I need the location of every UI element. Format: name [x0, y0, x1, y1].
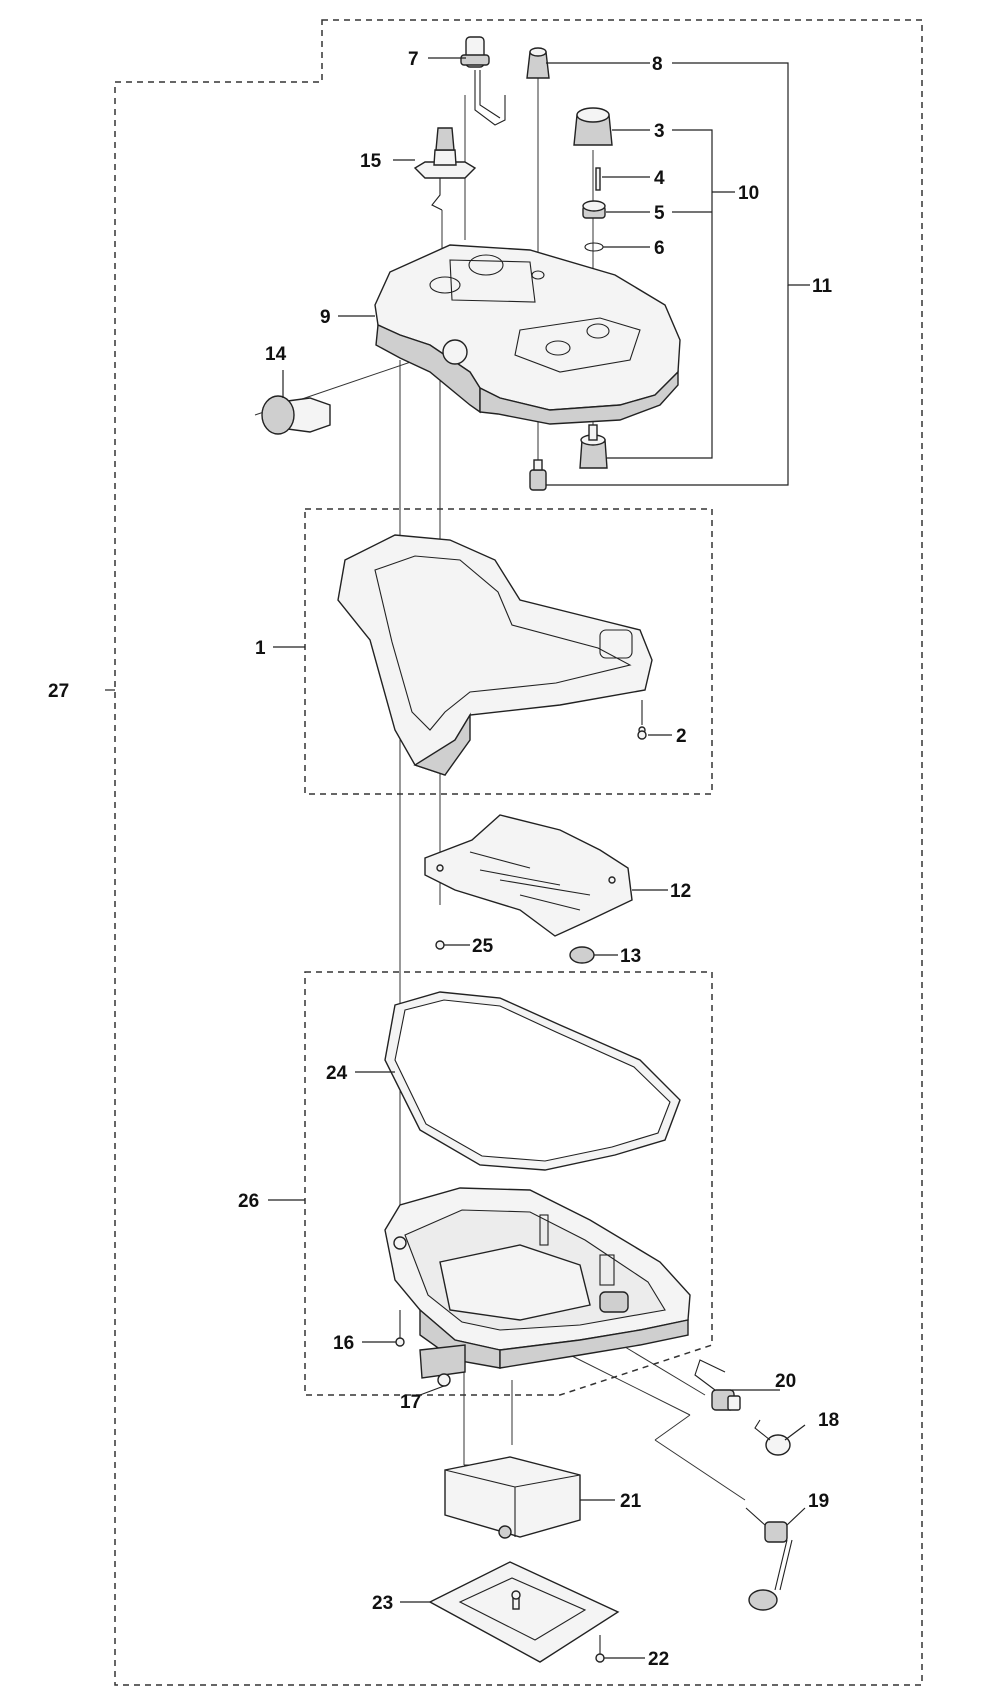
housing-part-26	[384, 1187, 691, 1369]
callout-19: 19	[808, 1491, 829, 1512]
connector-part-15	[413, 127, 477, 211]
screw-part-22	[595, 1635, 605, 1663]
screw-part-16	[395, 1310, 405, 1347]
callout-7: 7	[408, 49, 419, 70]
callout-25: 25	[472, 936, 494, 957]
callout-21: 21	[620, 1491, 642, 1512]
bracket-part-17	[419, 1344, 466, 1387]
cable-plug-part-19	[745, 1507, 793, 1611]
callout-10: 10	[738, 183, 759, 204]
connector-part-20	[694, 1359, 741, 1411]
callout-labels: 7 8 3 4 5 6 10 11 15 9 14 1 2 12 13 25 2…	[48, 49, 839, 1670]
assembly-1-boundary	[304, 508, 713, 795]
box-part-21	[444, 1456, 581, 1539]
leader-lines	[105, 57, 810, 1659]
coin-battery-part-13	[569, 946, 595, 964]
lower-switch-part	[529, 459, 547, 491]
o-ring-part-6	[584, 242, 604, 252]
switch-part-7	[460, 36, 506, 126]
callout-12: 12	[670, 881, 691, 902]
callout-11: 11	[812, 276, 833, 297]
knob-part-3	[573, 107, 613, 146]
pin-part-4	[595, 167, 601, 191]
callout-4: 4	[654, 168, 665, 189]
callout-20: 20	[775, 1371, 796, 1392]
bushing-part-5	[582, 200, 606, 219]
callout-8: 8	[652, 54, 663, 75]
assembly-27-boundary	[114, 19, 923, 1686]
callout-14: 14	[265, 344, 287, 365]
callout-27: 27	[48, 681, 69, 702]
callout-24: 24	[326, 1063, 348, 1084]
callout-18: 18	[818, 1410, 839, 1431]
seal-part-24	[384, 991, 681, 1171]
button-part-14	[261, 395, 331, 435]
callout-16: 16	[333, 1333, 354, 1354]
callout-3: 3	[654, 121, 665, 142]
frame-part-1	[337, 534, 653, 776]
callout-22: 22	[648, 1649, 669, 1670]
cap-part-18	[754, 1419, 791, 1456]
callout-6: 6	[654, 238, 665, 259]
cover-plate-part-23	[428, 1561, 620, 1663]
callout-5: 5	[654, 203, 665, 224]
lower-knob-part	[579, 424, 608, 469]
callout-2: 2	[676, 726, 687, 747]
top-cover-part	[374, 244, 681, 425]
callout-15: 15	[360, 151, 382, 172]
screw-part-2	[637, 730, 647, 740]
callout-13: 13	[620, 946, 641, 967]
callout-26: 26	[238, 1191, 259, 1212]
assembly-26-boundary	[304, 971, 713, 1396]
circuit-board-part-12	[424, 814, 633, 937]
knob-part-8	[526, 47, 550, 79]
screw-part-25	[435, 940, 445, 950]
callout-23: 23	[372, 1593, 393, 1614]
callout-17: 17	[400, 1392, 421, 1413]
callout-9: 9	[320, 307, 331, 328]
callout-1: 1	[255, 638, 266, 659]
